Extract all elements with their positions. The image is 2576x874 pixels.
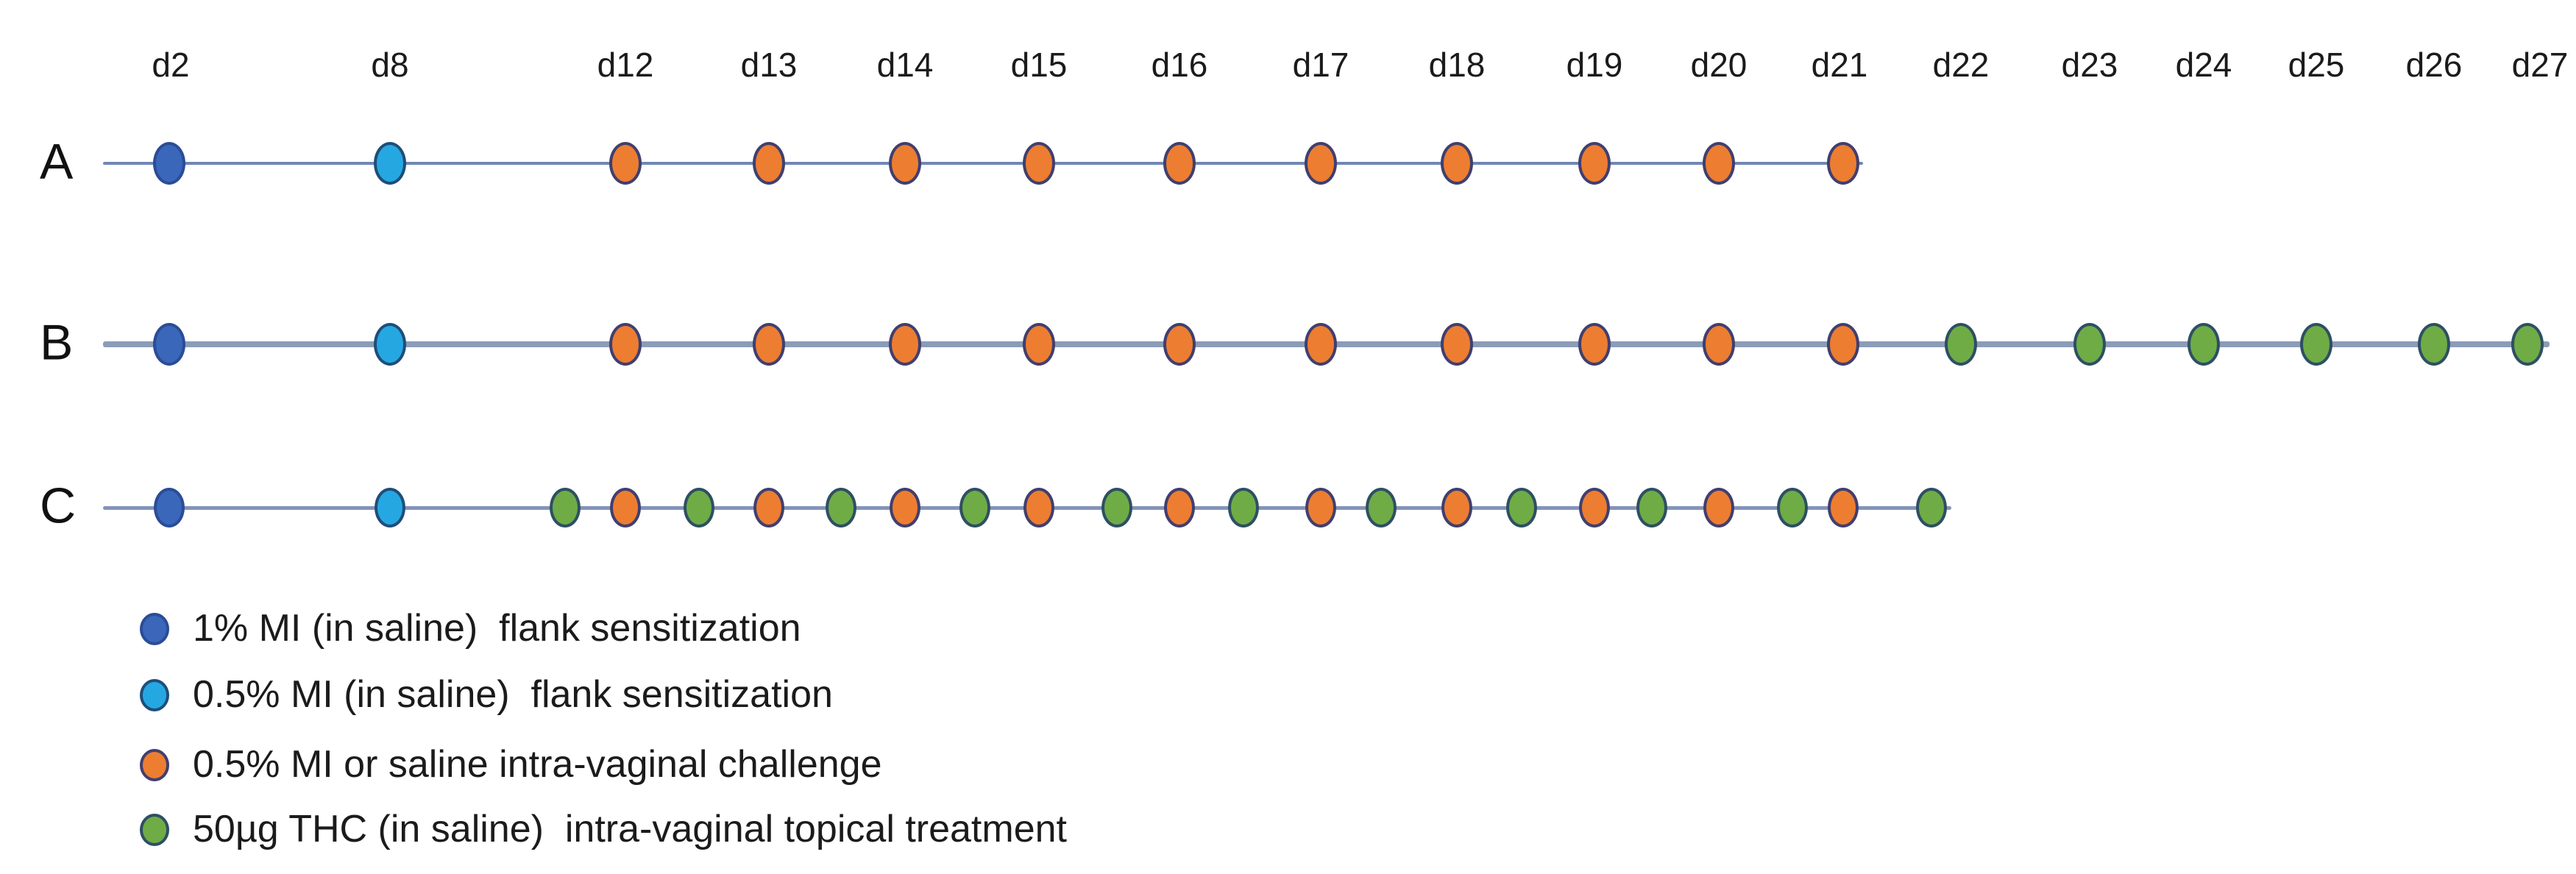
green-event-dot — [2418, 323, 2450, 366]
orange-legend-dot — [140, 749, 169, 781]
group-label-c: C — [40, 477, 77, 534]
day-label-d21: d21 — [1811, 46, 1868, 84]
orange-event-dot — [753, 142, 785, 185]
day-label-d15: d15 — [1010, 46, 1068, 84]
day-label-d2: d2 — [152, 46, 190, 84]
orange-event-dot — [889, 323, 921, 366]
day-label-d19: d19 — [1566, 46, 1623, 84]
green-legend-dot — [140, 814, 169, 846]
legend-label-cyan: 0.5% MI (in saline) flank sensitization — [193, 672, 833, 716]
green-event-dot — [826, 488, 856, 527]
orange-event-dot — [1703, 142, 1735, 185]
orange-event-dot — [1305, 323, 1337, 366]
day-label-d20: d20 — [1690, 46, 1748, 84]
cyan-event-dot — [375, 488, 405, 527]
green-event-dot — [1506, 488, 1537, 527]
green-event-dot — [1916, 488, 1947, 527]
green-event-dot — [2073, 323, 2106, 366]
day-label-d16: d16 — [1151, 46, 1208, 84]
orange-event-dot — [889, 142, 921, 185]
group-label-b: B — [40, 314, 74, 371]
legend-label-blue: 1% MI (in saline) flank sensitization — [193, 606, 801, 650]
blue-event-dot — [153, 323, 185, 366]
group-label-a: A — [40, 133, 74, 190]
orange-event-dot — [1441, 323, 1473, 366]
day-label-d8: d8 — [371, 46, 409, 84]
orange-event-dot — [1441, 142, 1473, 185]
green-event-dot — [2511, 323, 2544, 366]
cyan-legend-dot — [140, 679, 169, 711]
day-label-d25: d25 — [2288, 46, 2345, 84]
day-label-d27: d27 — [2511, 46, 2569, 84]
orange-event-dot — [1827, 323, 1859, 366]
orange-event-dot — [610, 488, 641, 527]
day-label-d26: d26 — [2405, 46, 2463, 84]
day-label-d23: d23 — [2061, 46, 2118, 84]
orange-event-dot — [1023, 323, 1055, 366]
green-event-dot — [1945, 323, 1977, 366]
legend-label-green: 50µg THC (in saline) intra-vaginal topic… — [193, 807, 1067, 850]
orange-event-dot — [1305, 488, 1336, 527]
legend-label-orange: 0.5% MI or saline intra-vaginal challeng… — [193, 742, 882, 786]
orange-event-dot — [609, 323, 642, 366]
day-label-d17: d17 — [1292, 46, 1349, 84]
green-event-dot — [1366, 488, 1397, 527]
green-event-dot — [1636, 488, 1667, 527]
orange-event-dot — [1023, 142, 1055, 185]
orange-event-dot — [890, 488, 920, 527]
green-event-dot — [1101, 488, 1132, 527]
green-event-dot — [684, 488, 714, 527]
day-label-d18: d18 — [1428, 46, 1486, 84]
orange-event-dot — [753, 488, 784, 527]
green-event-dot — [2300, 323, 2332, 366]
orange-event-dot — [1703, 488, 1734, 527]
green-event-dot — [959, 488, 990, 527]
day-label-d13: d13 — [740, 46, 798, 84]
orange-event-dot — [1163, 323, 1196, 366]
day-label-d14: d14 — [876, 46, 934, 84]
blue-legend-dot — [140, 613, 169, 645]
orange-event-dot — [753, 323, 785, 366]
green-event-dot — [1777, 488, 1808, 527]
cyan-event-dot — [374, 142, 406, 185]
orange-event-dot — [1441, 488, 1472, 527]
orange-event-dot — [1023, 488, 1054, 527]
blue-event-dot — [153, 142, 185, 185]
orange-event-dot — [1163, 142, 1196, 185]
orange-event-dot — [609, 142, 642, 185]
orange-event-dot — [1827, 142, 1859, 185]
day-label-d24: d24 — [2175, 46, 2232, 84]
green-event-dot — [550, 488, 581, 527]
green-event-dot — [2188, 323, 2220, 366]
cyan-event-dot — [374, 323, 406, 366]
orange-event-dot — [1828, 488, 1859, 527]
timeline-line-a — [103, 162, 1863, 165]
orange-event-dot — [1305, 142, 1337, 185]
orange-event-dot — [1703, 323, 1735, 366]
orange-event-dot — [1164, 488, 1195, 527]
day-label-d12: d12 — [597, 46, 654, 84]
orange-event-dot — [1578, 323, 1611, 366]
day-label-d22: d22 — [1932, 46, 1990, 84]
green-event-dot — [1228, 488, 1259, 527]
orange-event-dot — [1579, 488, 1610, 527]
blue-event-dot — [154, 488, 185, 527]
orange-event-dot — [1578, 142, 1611, 185]
